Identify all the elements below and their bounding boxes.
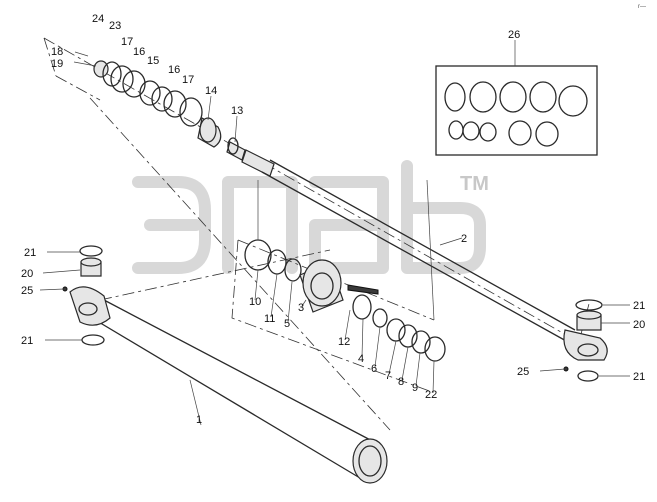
tube-eye-bushings xyxy=(62,245,105,346)
callout-23: 23 xyxy=(109,20,121,32)
callout-21: 21 xyxy=(633,300,645,312)
callout-labels: 24 23 17 16 15 16 17 18 19 14 13 26 2 21… xyxy=(21,4,646,426)
rod-eye-bushings xyxy=(563,299,603,382)
callout-24: 24 xyxy=(92,13,104,25)
assembly-axis-lines xyxy=(43,37,591,431)
callout-21: 21 xyxy=(633,371,645,383)
piston-rod xyxy=(261,159,608,361)
callout-21: 21 xyxy=(24,247,36,259)
rod-seal-stack xyxy=(93,60,275,177)
callout-14: 14 xyxy=(205,85,217,97)
callout-8: 8 xyxy=(398,376,404,388)
callout-17: 17 xyxy=(121,36,133,48)
callout-4: 4 xyxy=(358,353,364,365)
callout-20: 20 xyxy=(21,268,33,280)
seal-ring-9 xyxy=(508,120,532,146)
callout-15: 15 xyxy=(147,55,159,67)
seal-ring-7 xyxy=(462,121,480,141)
callout-1: 1 xyxy=(196,414,202,426)
leader-lines xyxy=(39,51,630,426)
watermark-trademark: TM xyxy=(460,173,489,195)
callout-21: 21 xyxy=(21,335,33,347)
callout-9: 9 xyxy=(412,382,418,394)
seal-ring-10 xyxy=(535,121,559,147)
callout-25: 25 xyxy=(517,366,529,378)
callout-6: 6 xyxy=(371,363,377,375)
callout-7: 7 xyxy=(385,370,391,382)
callout-26: 26 xyxy=(508,29,520,41)
callout-2: 2 xyxy=(461,233,467,245)
callout-18: 18 xyxy=(51,46,63,58)
seal-ring-6 xyxy=(448,120,464,140)
watermark-logo: TM xyxy=(132,160,489,274)
callout-5: 5 xyxy=(284,318,290,330)
callout-16: 16 xyxy=(133,46,145,58)
callout-22: 22 xyxy=(425,389,437,401)
callout-16: 16 xyxy=(168,64,180,76)
callout-13: 13 xyxy=(231,105,243,117)
callout-17: 17 xyxy=(182,74,194,86)
seal-ring-4 xyxy=(529,81,557,113)
callout-25: 25 xyxy=(21,285,33,297)
corner-mark: r— xyxy=(638,4,646,10)
callout-3: 3 xyxy=(298,302,304,314)
callout-20: 20 xyxy=(633,319,645,331)
seal-kit-box xyxy=(435,40,598,156)
seal-ring-8 xyxy=(479,122,497,142)
seal-ring-3 xyxy=(499,81,527,113)
callout-10: 10 xyxy=(249,296,261,308)
callout-19: 19 xyxy=(51,58,63,70)
callout-11: 11 xyxy=(264,313,275,325)
callout-12: 12 xyxy=(338,336,350,348)
cylinder-tube xyxy=(69,286,388,484)
seal-ring-1 xyxy=(444,82,466,112)
seal-ring-2 xyxy=(469,81,497,113)
seal-ring-5 xyxy=(558,85,588,117)
